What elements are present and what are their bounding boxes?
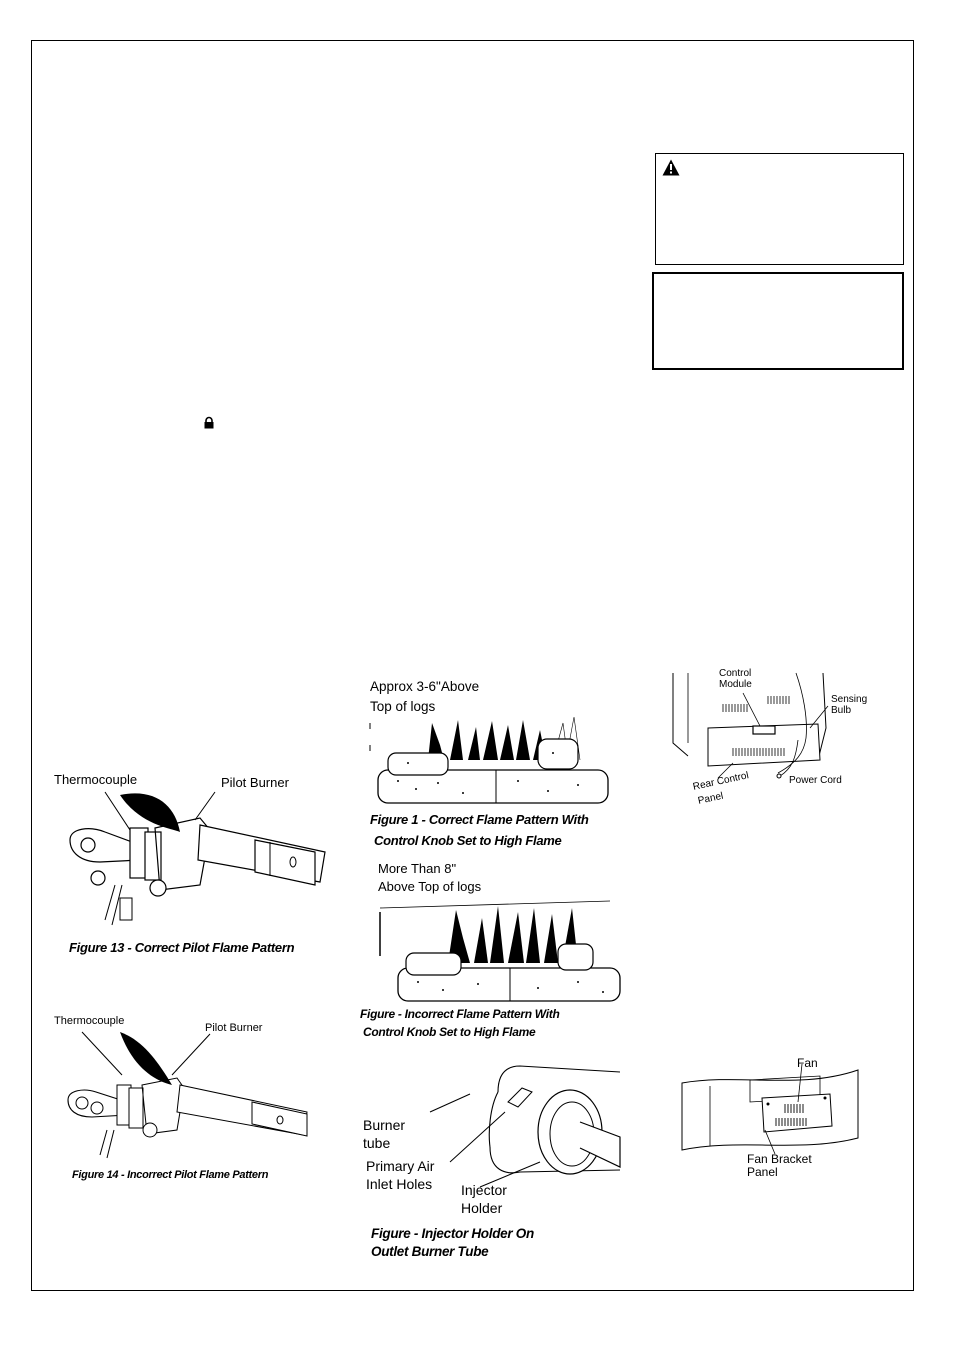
power-cord-label: Power Cord: [789, 775, 842, 786]
air-inlet-label-line2: Inlet Holes: [366, 1176, 433, 1192]
flame-correct-caption-line1: Figure 1 - Correct Flame Pattern With: [370, 812, 589, 827]
fig14-pilot-assembly-drawing: [67, 1031, 308, 1159]
page-border: [31, 40, 914, 1291]
sensing-bulb-label-line1: Sensing: [831, 694, 868, 705]
flame-correct-note-line2: Top of logs: [370, 699, 436, 714]
fan-bracket-label-line2: Panel: [747, 1165, 778, 1179]
flame-correct-caption-line2: Control Knob Set to High Flame: [374, 833, 562, 848]
air-inlet-label-line1: Primary Air: [366, 1158, 435, 1174]
control-module-label-line1: Control: [719, 668, 752, 679]
injector-holder-label-line1: Injector: [461, 1182, 507, 1198]
fan-bracket-drawing: [681, 1063, 859, 1155]
fan-bracket-label-line1: Fan Bracket: [747, 1152, 812, 1166]
burner-tube-label-line1: Burner: [363, 1117, 406, 1133]
injector-caption-line1: Figure - Injector Holder On: [371, 1226, 534, 1241]
warning-icon: [662, 159, 680, 176]
injector-caption-line2: Outlet Burner Tube: [371, 1244, 489, 1259]
injector-holder-drawing: [429, 1065, 621, 1188]
fig14-thermocouple-label: Thermocouple: [54, 1015, 125, 1027]
fig13-pilot-assembly-drawing: [69, 791, 326, 926]
warning-box: [655, 153, 904, 265]
fig13-caption: Figure 13 - Correct Pilot Flame Pattern: [69, 940, 295, 955]
fig13-pilot-burner-label: Pilot Burner: [221, 775, 289, 790]
fig13-thermocouple-label: Thermocouple: [54, 772, 138, 787]
fan-label: Fan: [797, 1056, 818, 1070]
control-module-label-line2: Module: [719, 679, 752, 690]
flame-correct-logs-drawing: [369, 716, 609, 804]
burner-tube-label-line2: tube: [363, 1135, 391, 1151]
flame-correct-note-line1: Approx 3-6"Above: [370, 679, 480, 694]
flame-incorrect-logs-drawing: [379, 900, 621, 1002]
notice-box: [652, 272, 904, 370]
control-module-drawing: [672, 672, 829, 779]
injector-holder-label-line2: Holder: [461, 1200, 503, 1216]
flame-incorrect-caption-line1: Figure - Incorrect Flame Pattern With: [360, 1007, 560, 1021]
flame-incorrect-caption-line2: Control Knob Set to High Flame: [363, 1025, 536, 1039]
fig14-caption: Figure 14 - Incorrect Pilot Flame Patter…: [72, 1169, 269, 1181]
lock-icon: [204, 416, 214, 429]
fig14-pilot-burner-label: Pilot Burner: [205, 1022, 263, 1034]
flame-incorrect-note-line2: Above Top of logs: [378, 879, 482, 894]
flame-incorrect-note-line1: More Than 8": [378, 861, 457, 876]
sensing-bulb-label-line2: Bulb: [831, 705, 852, 716]
